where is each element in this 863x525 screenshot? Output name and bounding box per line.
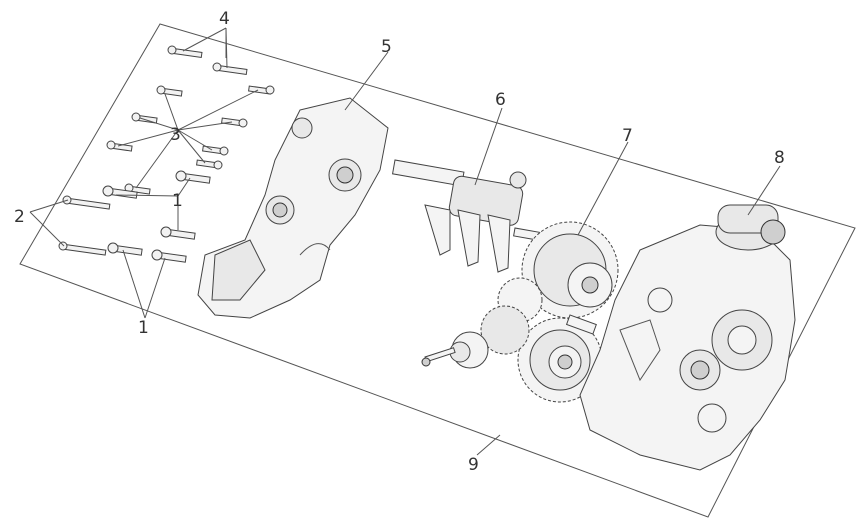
bolt [167,45,203,58]
bolt [58,241,107,256]
callout-9: 9 [468,455,479,475]
bolt [156,85,183,97]
bolt [131,112,158,124]
bolt [202,145,229,156]
callout-1-lower: 1 [138,318,149,338]
bolt [160,226,196,240]
base-plate-outline [19,23,856,518]
bolt [107,242,143,256]
bolt [212,62,248,75]
bolt [106,140,133,152]
gear-cluster-part [421,221,619,403]
shift-drum-part [391,159,544,273]
callout-5: 5 [381,37,392,57]
bolt [175,170,211,184]
callout-1-upper: 1 [172,191,183,211]
housing-part [579,204,796,471]
bolt [62,195,111,210]
callout-2: 2 [14,207,25,227]
bolt [151,249,187,263]
cover-part [197,97,389,319]
leader-lines [29,27,781,456]
bolt-set [58,45,275,263]
callout-8: 8 [774,148,785,168]
callout-4: 4 [219,9,230,29]
bolt [196,159,223,170]
callout-6: 6 [495,90,506,110]
callout-3: 3 [170,125,181,145]
bolt [221,117,248,128]
bolt [248,85,275,95]
callout-7: 7 [622,126,633,146]
bolt [124,183,151,195]
